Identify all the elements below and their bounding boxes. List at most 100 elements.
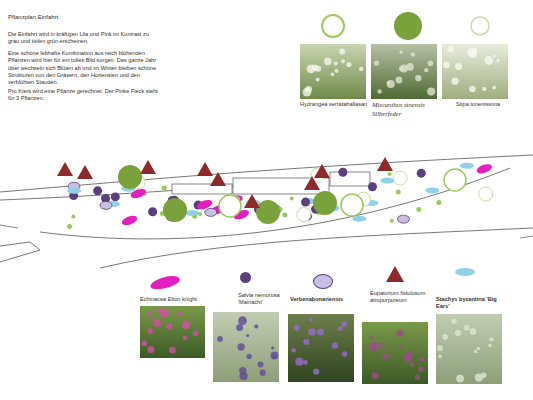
photo-texture <box>452 319 457 324</box>
photo-texture <box>150 316 153 319</box>
plant-name: Echinacea Elton knight <box>140 296 210 303</box>
stachys-mark <box>185 210 199 216</box>
photo-texture <box>148 328 153 333</box>
stipa-symbol <box>471 17 489 35</box>
plant-name: Stachys byzantina 'Big Ears' <box>436 296 504 311</box>
photo-texture <box>335 69 339 73</box>
photo-texture <box>400 65 408 73</box>
description-text: Die Einfahrt wird in kräftigen Lila und … <box>8 31 158 46</box>
photo-texture <box>342 351 347 356</box>
echinacea-mark <box>475 162 493 175</box>
hydrangea-mark <box>219 195 241 217</box>
photo-texture <box>342 322 347 327</box>
photo-texture <box>303 360 308 365</box>
photo-texture <box>470 328 477 335</box>
road-line <box>520 236 533 238</box>
photo-texture <box>443 62 450 69</box>
stachys-mark <box>67 188 81 194</box>
photo-texture <box>147 311 151 315</box>
legend-swatch <box>394 12 422 40</box>
photo-texture <box>370 342 379 351</box>
description-text: Pro Kreis wird eine Pflanze gerechnet. D… <box>8 88 158 103</box>
photo-texture <box>419 356 424 361</box>
plant-name: Salvia nemorosa 'Mainacht' <box>238 292 282 307</box>
photo-texture <box>254 324 258 328</box>
grass-mark <box>388 172 392 176</box>
salvia-mark <box>111 192 120 201</box>
verbena-mark <box>100 201 112 209</box>
road-line <box>0 225 18 228</box>
photo-texture <box>271 346 274 349</box>
salvia-mark <box>338 168 347 177</box>
photo-texture <box>260 370 266 376</box>
eupatorium-mark <box>140 160 156 174</box>
photo-texture <box>428 61 434 67</box>
photo-texture <box>303 340 306 343</box>
photo-texture <box>455 330 461 336</box>
photo-texture <box>316 78 320 82</box>
photo-texture <box>142 340 148 346</box>
building-outline <box>330 172 370 186</box>
road-line <box>0 242 40 262</box>
verbena-mark <box>205 208 217 216</box>
grass-mark <box>162 186 167 191</box>
photo-texture <box>295 358 303 366</box>
stachys-photo <box>436 314 502 384</box>
verbena-mark <box>397 215 409 223</box>
photo-texture <box>382 353 388 359</box>
plan-title: Pflanzplan Einfahrt <box>8 14 158 22</box>
photo-texture <box>448 46 454 52</box>
eupatorium-mark <box>57 162 73 176</box>
photo-texture <box>310 318 313 321</box>
stachys-mark <box>380 178 394 184</box>
photo-texture <box>217 336 223 342</box>
miscanthus-photo <box>371 44 437 99</box>
photo-texture <box>258 362 264 368</box>
grass-mark <box>198 212 202 216</box>
miscanthus-mark <box>118 165 142 189</box>
photo-texture <box>339 49 345 55</box>
photo-texture <box>456 375 464 383</box>
plant-name: Stipa tunenissima <box>456 101 516 108</box>
photo-texture <box>272 355 276 359</box>
stipa-photo <box>442 44 508 99</box>
photo-texture <box>374 61 379 66</box>
echinacea-mark <box>121 214 139 227</box>
photo-texture <box>247 354 252 359</box>
photo-texture <box>469 86 476 93</box>
verbena-photo <box>288 314 354 382</box>
photo-texture <box>496 59 499 62</box>
legend-swatch <box>240 272 251 283</box>
photo-texture <box>193 330 199 336</box>
photo-texture <box>317 328 324 335</box>
bed-edge <box>40 168 510 239</box>
photo-texture <box>410 362 415 367</box>
stipa-mark <box>393 171 407 185</box>
grass-mark <box>390 219 394 223</box>
photo-texture <box>415 75 421 81</box>
photo-texture <box>418 367 423 372</box>
photo-texture <box>396 77 403 84</box>
salvia-mark <box>93 186 102 195</box>
photo-texture <box>177 311 182 316</box>
grass-mark <box>282 213 287 218</box>
photo-texture <box>482 87 486 91</box>
eupatorium-mark <box>304 176 320 190</box>
eupatorium-photo <box>362 322 428 384</box>
photo-texture <box>304 339 310 345</box>
photo-texture <box>451 78 458 85</box>
photo-texture <box>380 343 385 348</box>
grass-mark <box>71 215 75 219</box>
hydrangea-photo <box>300 44 366 99</box>
photo-texture <box>474 350 477 353</box>
photo-texture <box>484 56 493 65</box>
photo-texture <box>492 86 496 90</box>
miscanthus-mark <box>256 200 280 224</box>
eupatorium-mark <box>244 194 260 208</box>
grass-mark <box>67 224 72 229</box>
photo-texture <box>346 62 351 67</box>
photo-texture <box>464 325 470 331</box>
photo-texture <box>369 336 373 340</box>
photo-texture <box>472 48 477 53</box>
photo-texture <box>472 48 477 53</box>
